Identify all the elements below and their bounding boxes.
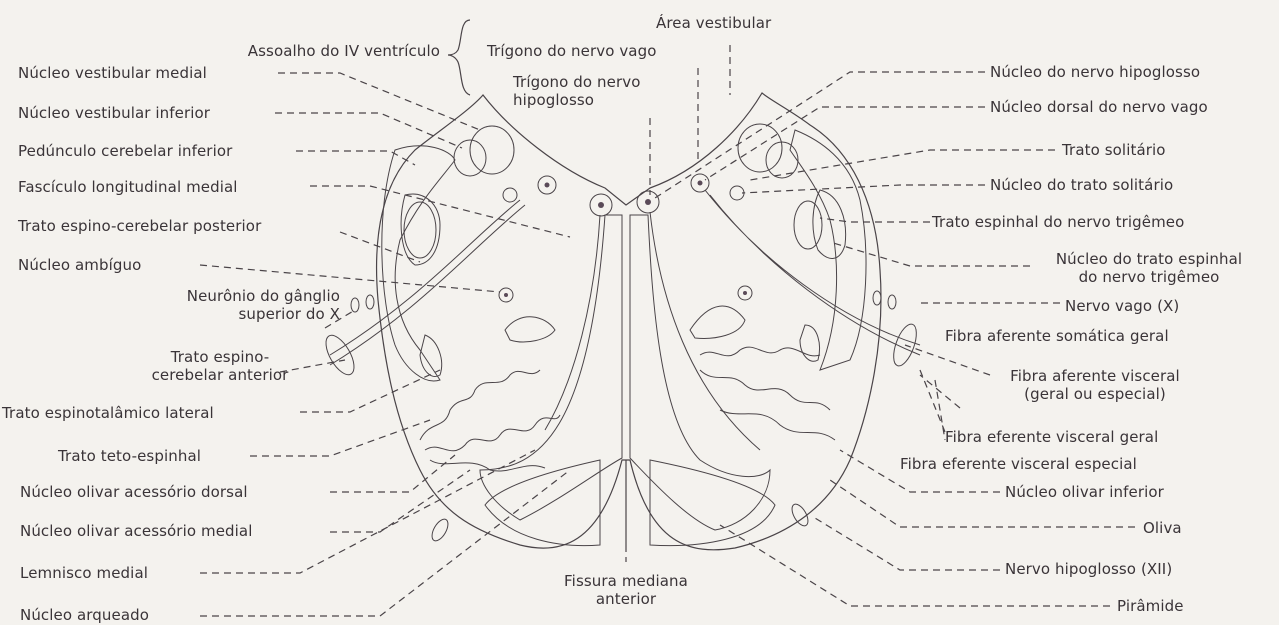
left-solitary-nucleus <box>503 188 517 202</box>
left-ganglion-fiber-bundle <box>320 331 359 379</box>
right-spinal-trigeminal-tract <box>813 190 846 258</box>
right-lemniscus <box>650 460 775 546</box>
label-nucleo-vestibular-inferior: Núcleo vestibular inferior <box>18 104 210 122</box>
label-nucleo-arqueado: Núcleo arqueado <box>20 606 149 624</box>
label-assoalho: Assoalho do IV ventrículo <box>190 42 440 60</box>
left-hypoglossal-root <box>429 517 451 544</box>
label-fibra-eferente-geral: Fibra eferente visceral geral <box>945 428 1158 446</box>
label-lemnisco: Lemnisco medial <box>20 564 148 582</box>
assoalho-brace <box>448 20 470 95</box>
label-nucleo-trato-solitario: Núcleo do trato solitário <box>990 176 1173 194</box>
label-piramide: Pirâmide <box>1117 597 1184 615</box>
label-nucleo-ambiguo: Núcleo ambíguo <box>18 256 141 274</box>
right-pyramid <box>630 215 770 530</box>
right-inferior-peduncle <box>790 130 866 370</box>
label-neuronio-ganglio: Neurônio do gânglio superior do X <box>100 287 340 323</box>
label-nucleo-trato-trigemeo: Núcleo do trato espinhal do nervo trigêm… <box>1030 250 1268 286</box>
right-trigeminal-nucleus <box>794 201 822 249</box>
left-pyramid <box>480 215 622 520</box>
left-lemniscus <box>485 460 600 546</box>
label-oliva: Oliva <box>1143 519 1182 537</box>
label-fibra-visceral: Fibra aferente visceral (geral ou especi… <box>990 367 1200 403</box>
label-fibra-somatica: Fibra aferente somática geral <box>945 327 1169 345</box>
left-inferior-olive <box>420 370 560 471</box>
right-vestibular-nucleus-medial <box>738 124 782 172</box>
label-trato-solitario: Trato solitário <box>1062 141 1166 159</box>
label-trato-espinocerebelar-anterior: Trato espino- cerebelar anterior <box>120 348 320 384</box>
label-area-vestibular: Área vestibular <box>656 14 771 32</box>
label-fibra-eferente-especial: Fibra eferente visceral especial <box>900 455 1137 473</box>
label-nucleo-olivar-medial: Núcleo olivar acessório medial <box>20 522 252 540</box>
label-trato-espinocerebelar-posterior: Trato espino-cerebelar posterior <box>18 217 261 235</box>
label-trigono-hipoglosso: Trígono do nervo hipoglosso <box>513 73 640 109</box>
label-nervo-hipoglosso: Nervo hipoglosso (XII) <box>1005 560 1172 578</box>
label-nervo-vago: Nervo vago (X) <box>1065 297 1179 315</box>
vagus-fibers-left <box>330 200 525 365</box>
right-solitary-nucleus <box>730 186 744 200</box>
left-accessory-olive <box>505 317 555 342</box>
label-pedunculo: Pedúnculo cerebelar inferior <box>18 142 232 160</box>
label-fasciculo: Fascículo longitudinal medial <box>18 178 238 196</box>
label-nucleo-dorsal-vago: Núcleo dorsal do nervo vago <box>990 98 1208 116</box>
right-accessory-olive <box>690 306 745 338</box>
label-nucleo-vestibular-medial: Núcleo vestibular medial <box>18 64 207 82</box>
label-nucleo-olivar-dorsal: Núcleo olivar acessório dorsal <box>20 483 248 501</box>
medulla-outline <box>377 93 881 550</box>
label-nucleo-hipoglosso: Núcleo do nervo hipoglosso <box>990 63 1200 81</box>
label-trato-espinotalamico: Trato espinotalâmico lateral <box>2 404 214 422</box>
label-trato-teto: Trato teto-espinhal <box>58 447 201 465</box>
left-vestibular-nucleus-medial <box>470 126 514 174</box>
label-nucleo-olivar-inferior: Núcleo olivar inferior <box>1005 483 1164 501</box>
label-trigono-vago: Trígono do nervo vago <box>487 42 657 60</box>
label-fissura: Fissura mediana anterior <box>530 572 722 608</box>
left-trigeminal-nucleus <box>404 202 436 258</box>
label-trato-trigemeo: Trato espinhal do nervo trigêmeo <box>932 213 1184 231</box>
